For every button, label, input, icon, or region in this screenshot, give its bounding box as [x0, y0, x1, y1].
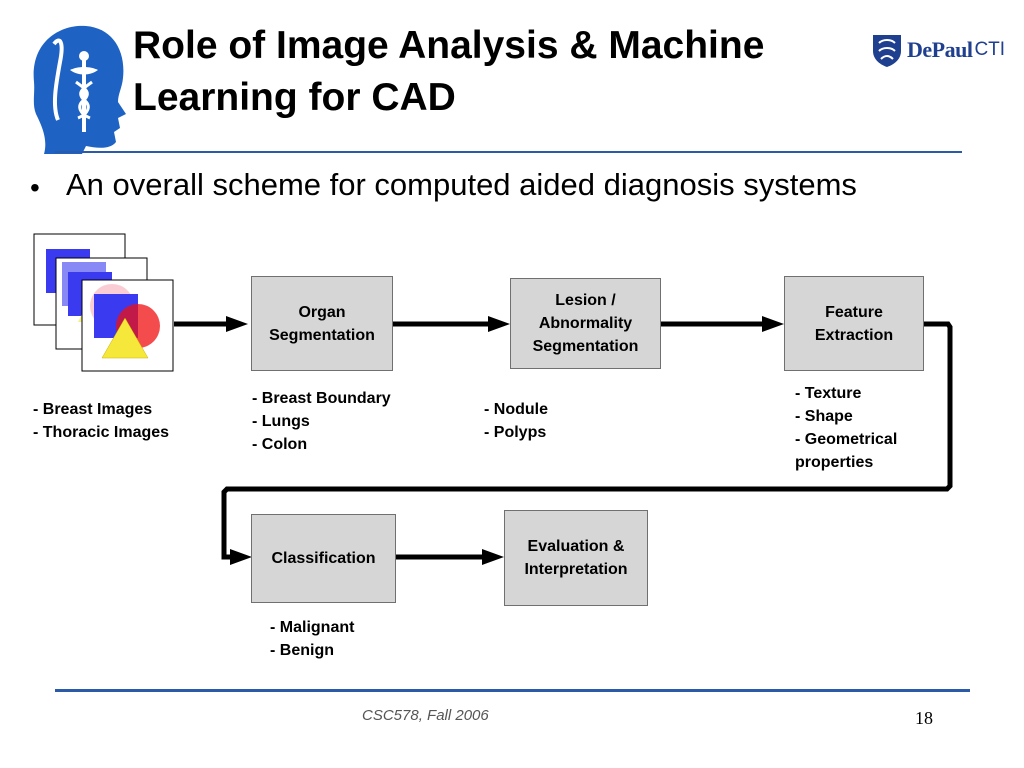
footer-text: CSC578, Fall 2006 [362, 707, 489, 724]
node-label: Evaluation & Interpretation [524, 538, 628, 578]
node-label: Lesion / Abnormality Segmentation [532, 292, 639, 355]
images-labels: - Breast Images - Thoracic Images [33, 398, 169, 444]
node-label: Organ Segmentation [269, 303, 375, 344]
node-feature-extraction: Feature Extraction [784, 276, 924, 371]
shield-icon [873, 35, 901, 67]
label-line: - Colon [252, 436, 308, 453]
label-line: - Lungs [252, 413, 310, 430]
page-number: 18 [915, 708, 933, 728]
slide-title: Role of Image Analysis & Machine Learnin… [133, 24, 765, 119]
node-evaluation: Evaluation & Interpretation [504, 510, 648, 606]
label-line: - Benign [270, 642, 334, 659]
head-logo-icon [33, 25, 126, 154]
node-organ-segmentation: Organ Segmentation [251, 276, 393, 371]
institution-logo: DePaul CTI [871, 33, 1005, 67]
connector-feature-classification [221, 321, 953, 565]
label-line: - Malignant [270, 619, 355, 636]
footer-divider [55, 689, 970, 692]
connector-classification-evaluation [396, 549, 504, 565]
institution-unit: CTI [974, 39, 1006, 60]
label-line: - Thoracic Images [33, 424, 170, 441]
lesion-labels: - Nodule - Polyps [484, 398, 548, 444]
label-line: - Breast Boundary [252, 390, 391, 407]
label-line: - Polyps [484, 424, 547, 441]
label-line: - Texture [795, 385, 862, 402]
label-line: - Geometrical [795, 431, 898, 448]
label-line: - Nodule [484, 401, 548, 418]
node-classification: Classification [251, 514, 396, 603]
feature-labels: - Texture - Shape - Geometrical properti… [795, 382, 897, 474]
node-label: Classification [271, 550, 376, 567]
label-line: - Shape [795, 408, 853, 425]
bullet-text: An overall scheme for computed aided dia… [66, 167, 857, 202]
logo [20, 22, 130, 154]
connector-lesion-feature [661, 316, 784, 332]
classification-labels: - Malignant - Benign [270, 616, 354, 662]
institution-name: DePaul [907, 37, 973, 62]
label-line: properties [795, 454, 874, 471]
connector-organ-lesion [393, 316, 510, 332]
label-line: - Breast Images [33, 401, 153, 418]
image-stack-icon [33, 233, 174, 372]
title-divider [55, 151, 962, 153]
connector-images-organ [174, 316, 248, 332]
node-label: Feature Extraction [814, 303, 894, 344]
bullet-icon: • [30, 172, 40, 203]
organ-labels: - Breast Boundary - Lungs - Colon [252, 387, 391, 456]
node-lesion-segmentation: Lesion / Abnormality Segmentation [510, 278, 661, 369]
